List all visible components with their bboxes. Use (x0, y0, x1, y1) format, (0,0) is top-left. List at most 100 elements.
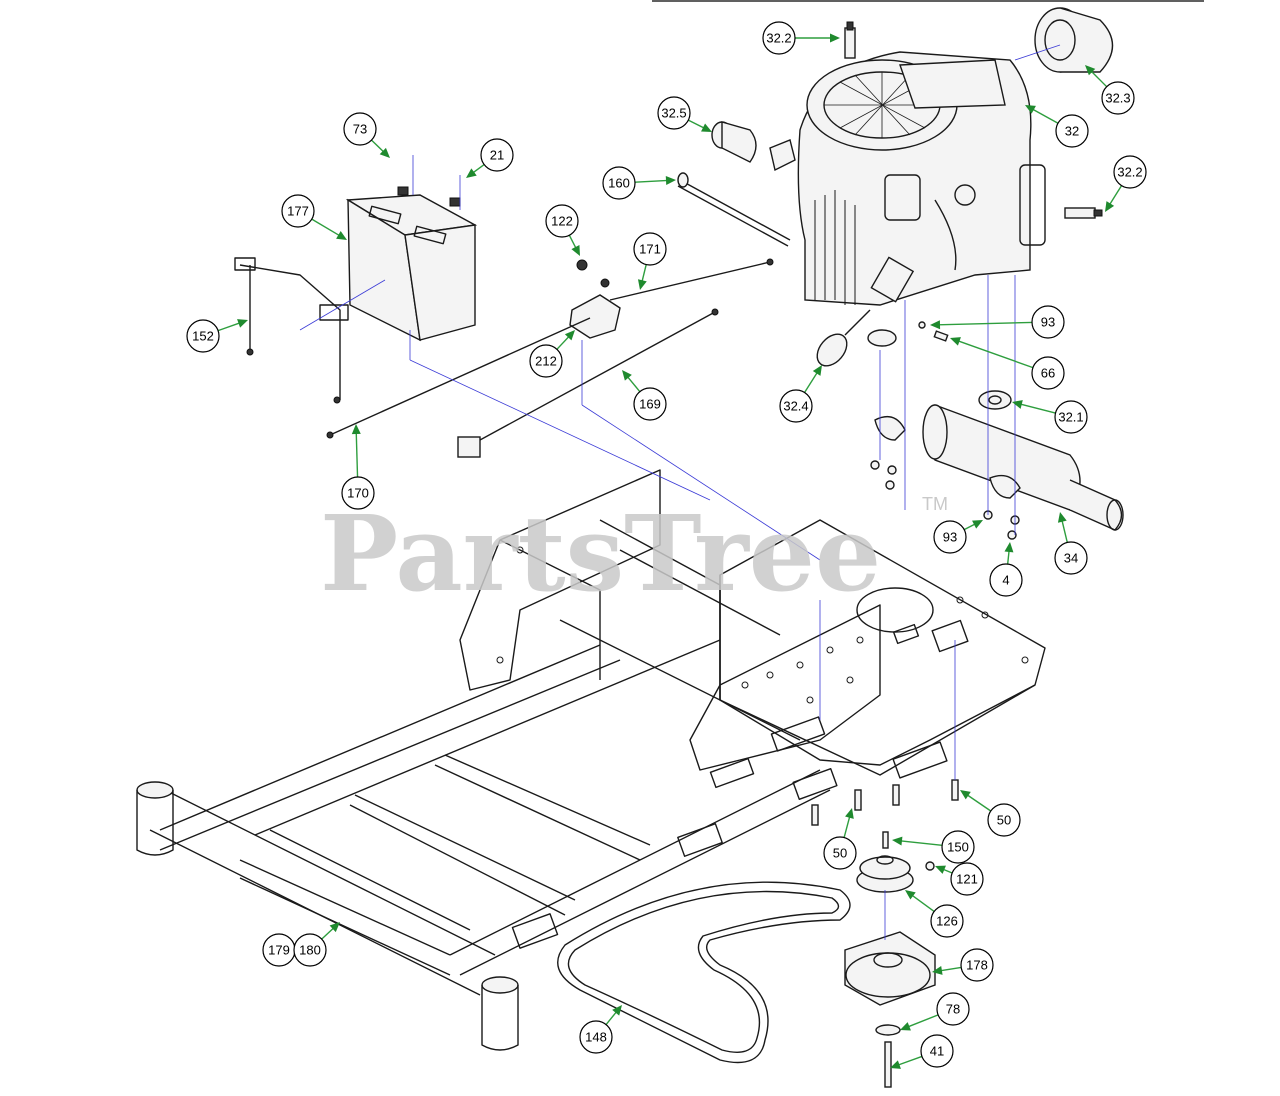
callout-121: 121 (935, 862, 984, 896)
callout-leader (311, 218, 341, 237)
callout-leader (957, 340, 1034, 369)
callout-32-4: 32.4 (779, 365, 822, 423)
exhaust-gasket (867, 329, 1012, 410)
callout-bubble (930, 904, 964, 938)
battery-hold-down (234, 257, 349, 404)
callout-arrow-icon (972, 520, 983, 529)
callout-leader (911, 894, 935, 913)
callout-leader (907, 1014, 939, 1028)
callout-arrow-icon (1012, 400, 1023, 409)
callout-label: 170 (347, 486, 369, 501)
callout-arrow-icon (935, 865, 946, 874)
callout-arrow-icon (564, 330, 575, 341)
callout-arrow-icon (900, 1022, 911, 1031)
callout-arrow-icon (237, 319, 248, 328)
callout-leader (355, 431, 359, 478)
callout-arrow-icon (892, 836, 903, 846)
callout-arrow-icon (1004, 542, 1014, 553)
watermark: PartsTree (320, 492, 881, 615)
callout-label: 50 (997, 813, 1011, 828)
callout-32: 32 (1025, 105, 1089, 148)
callout-leader (634, 179, 669, 183)
callout-93: 93 (930, 305, 1065, 339)
callout-177: 177 (281, 194, 347, 240)
callout-label: 4 (1002, 573, 1009, 588)
callout-arrow-icon (845, 808, 854, 819)
callout-arrow-icon (612, 1005, 622, 1016)
callout-bubble (762, 21, 796, 55)
callout-bubble (989, 563, 1023, 597)
callout-bubble (343, 112, 377, 146)
engine (797, 51, 1046, 306)
callout-leader (556, 335, 571, 350)
air-filter (1034, 7, 1114, 73)
callout-180: 180 (293, 922, 340, 967)
callout-arrow-icon (571, 245, 580, 256)
callout-arrow-icon (379, 147, 390, 158)
callout-bubble (1054, 541, 1088, 575)
callout-leader (1061, 519, 1068, 543)
callout-leader (321, 926, 335, 940)
callout-212: 212 (529, 330, 575, 378)
callout-arrow-icon (1085, 65, 1096, 76)
callout-leader (371, 139, 385, 153)
callout-arrow-icon (950, 337, 961, 346)
callout-4: 4 (989, 542, 1023, 597)
callout-label: 32.5 (661, 106, 686, 121)
callout-bubble (529, 344, 563, 378)
callout-148: 148 (579, 1005, 622, 1054)
callout-label: 169 (639, 397, 661, 412)
callout-label: 171 (639, 242, 661, 257)
callout-arrow-icon (1025, 105, 1036, 114)
callout-label: 21 (490, 148, 504, 163)
callout-bubble (545, 204, 579, 238)
oil-filter (711, 121, 796, 172)
callout-34: 34 (1054, 512, 1088, 575)
callout-78: 78 (900, 992, 970, 1031)
mower-frame (136, 469, 1046, 1051)
callout-bubble (293, 933, 327, 967)
callout-label: 34 (1064, 551, 1078, 566)
callout-leader (1019, 403, 1056, 414)
callout-label: 122 (551, 214, 573, 229)
callout-122: 122 (545, 204, 580, 256)
callout-bubble (950, 862, 984, 896)
watermark-trademark: TM (922, 494, 948, 514)
callout-leader (897, 1055, 923, 1066)
callout-bubble (1113, 155, 1147, 189)
callout-label: 148 (585, 1030, 607, 1045)
callout-bubble (480, 138, 514, 172)
callouts: 32.232.33232.232.51607321177122171152212… (186, 21, 1147, 1069)
callout-179: 179 (262, 933, 296, 967)
callout-leader (963, 523, 977, 531)
callout-93: 93 (933, 520, 983, 554)
callout-label: 32.3 (1105, 91, 1130, 106)
callout-leader (605, 1010, 618, 1026)
callout-leader (1006, 549, 1010, 565)
callout-bubble (960, 948, 994, 982)
callout-label: 50 (833, 846, 847, 861)
callout-label: 32.2 (1117, 165, 1142, 180)
callout-bubble (779, 389, 813, 423)
callout-171: 171 (633, 232, 667, 290)
callout-21: 21 (466, 138, 514, 178)
callout-label: 73 (353, 122, 367, 137)
callout-bubble (633, 387, 667, 421)
spark-plug-top (844, 21, 856, 59)
battery (345, 186, 478, 342)
callout-label: 178 (966, 958, 988, 973)
spark-plug-side (1064, 207, 1103, 219)
callout-leader (937, 321, 1033, 326)
callout-arrow-icon (1105, 201, 1115, 212)
battery-cable-169 (457, 308, 719, 458)
callout-label: 32 (1065, 124, 1079, 139)
callout-leader (966, 793, 992, 812)
callout-126: 126 (905, 890, 964, 938)
callout-leader (1090, 70, 1108, 88)
callout-169: 169 (622, 370, 667, 421)
callout-arrow-icon (960, 790, 971, 800)
callout-bubble (579, 1020, 613, 1054)
callout-label: 177 (287, 204, 309, 219)
callout-arrow-icon (930, 320, 941, 330)
